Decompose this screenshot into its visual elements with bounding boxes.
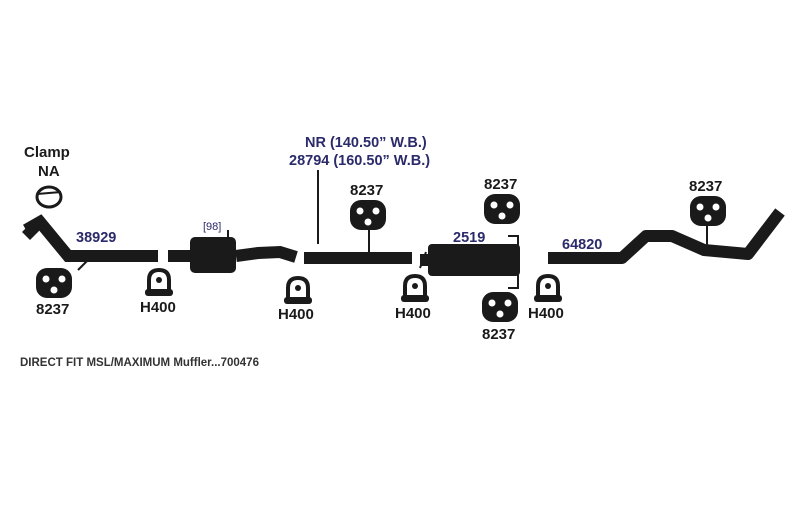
- part-64820-label: 64820: [562, 237, 603, 253]
- isolator-label: 8237: [482, 326, 516, 343]
- isolator-icon: [690, 196, 726, 226]
- part-38929-label: 38929: [76, 230, 117, 246]
- hanger-icon: [145, 267, 173, 296]
- isolator-label: 8237: [350, 182, 384, 199]
- resonator-section: [168, 230, 298, 273]
- hanger-icon: [534, 273, 562, 302]
- isolator-icon: [36, 268, 72, 298]
- intermediate-pipe-section: [304, 170, 412, 264]
- part-2519-label: 2519: [453, 230, 486, 246]
- hanger-label: H400: [278, 306, 314, 323]
- part-28794-label: 28794 (160.50” W.B.): [289, 153, 431, 169]
- nr-note-label: NR (140.50” W.B.): [305, 135, 427, 151]
- tailpipe-section: [548, 208, 785, 264]
- clamp-ring-icon: [35, 185, 63, 209]
- hanger-label: H400: [140, 299, 176, 316]
- isolator-icon: [484, 194, 520, 224]
- clamp-part-label: NA: [38, 163, 60, 180]
- hanger-label: H400: [395, 305, 431, 322]
- hanger-icon: [284, 275, 312, 304]
- hanger-label: H400: [528, 305, 564, 322]
- part-98-label: [98]: [203, 221, 222, 233]
- footer-note: DIRECT FIT MSL/MAXIMUM Muffler...700476: [20, 357, 259, 369]
- isolator-label: 8237: [484, 176, 518, 193]
- clamp-label: Clamp: [24, 144, 70, 161]
- muffler-section: [419, 235, 520, 289]
- front-pipe-section: [22, 214, 158, 271]
- hanger-icon: [401, 273, 429, 302]
- isolator-icon: [350, 200, 386, 230]
- isolator-label: 8237: [36, 301, 70, 318]
- isolator-label: 8237: [689, 178, 723, 195]
- isolator-icon: [482, 292, 518, 322]
